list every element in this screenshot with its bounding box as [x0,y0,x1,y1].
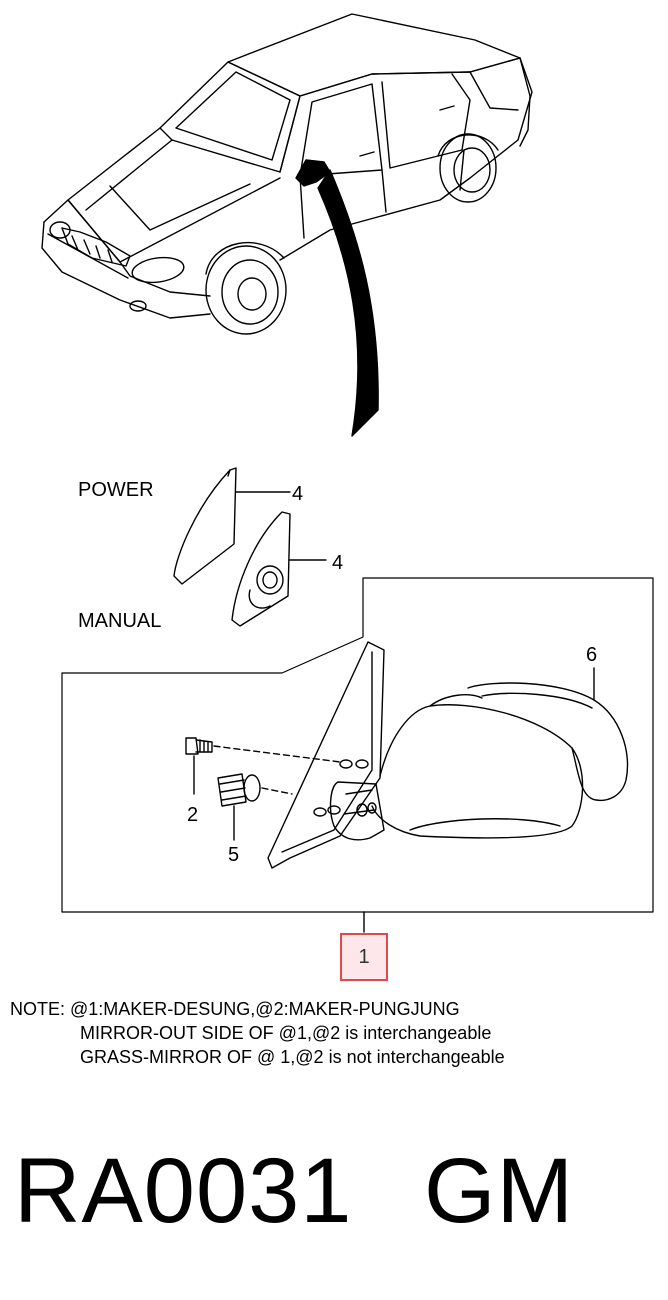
callout-5: 5 [228,844,240,866]
callout-4-manual: 4 [332,552,344,574]
note-line-2: MIRROR-OUT SIDE OF @1,@2 is interchangea… [80,1023,492,1043]
callout-1: 1 [358,945,370,968]
callout-2: 2 [187,804,199,826]
glass-mirror-manual [231,511,327,627]
glass-mirror-power [173,467,291,585]
callout-1-box[interactable]: 1 [340,933,388,981]
note-line-3: GRASS-MIRROR OF @ 1,@2 is not interchang… [80,1047,505,1067]
assembly-boundary [61,577,654,913]
callout-4-power: 4 [292,483,304,505]
mirror-assembly [267,641,629,869]
manual-label: MANUAL [78,610,162,632]
brand-code: GM [424,1140,575,1242]
grommet-part [217,773,293,841]
screw-part [185,737,341,795]
part-code: RA0031 [14,1140,353,1242]
car-illustration [41,13,533,437]
note-line-1: NOTE: @1:MAKER-DESUNG,@2:MAKER-PUNGJUNG [10,999,460,1019]
callout-6: 6 [586,644,598,666]
power-label: POWER [78,479,154,501]
